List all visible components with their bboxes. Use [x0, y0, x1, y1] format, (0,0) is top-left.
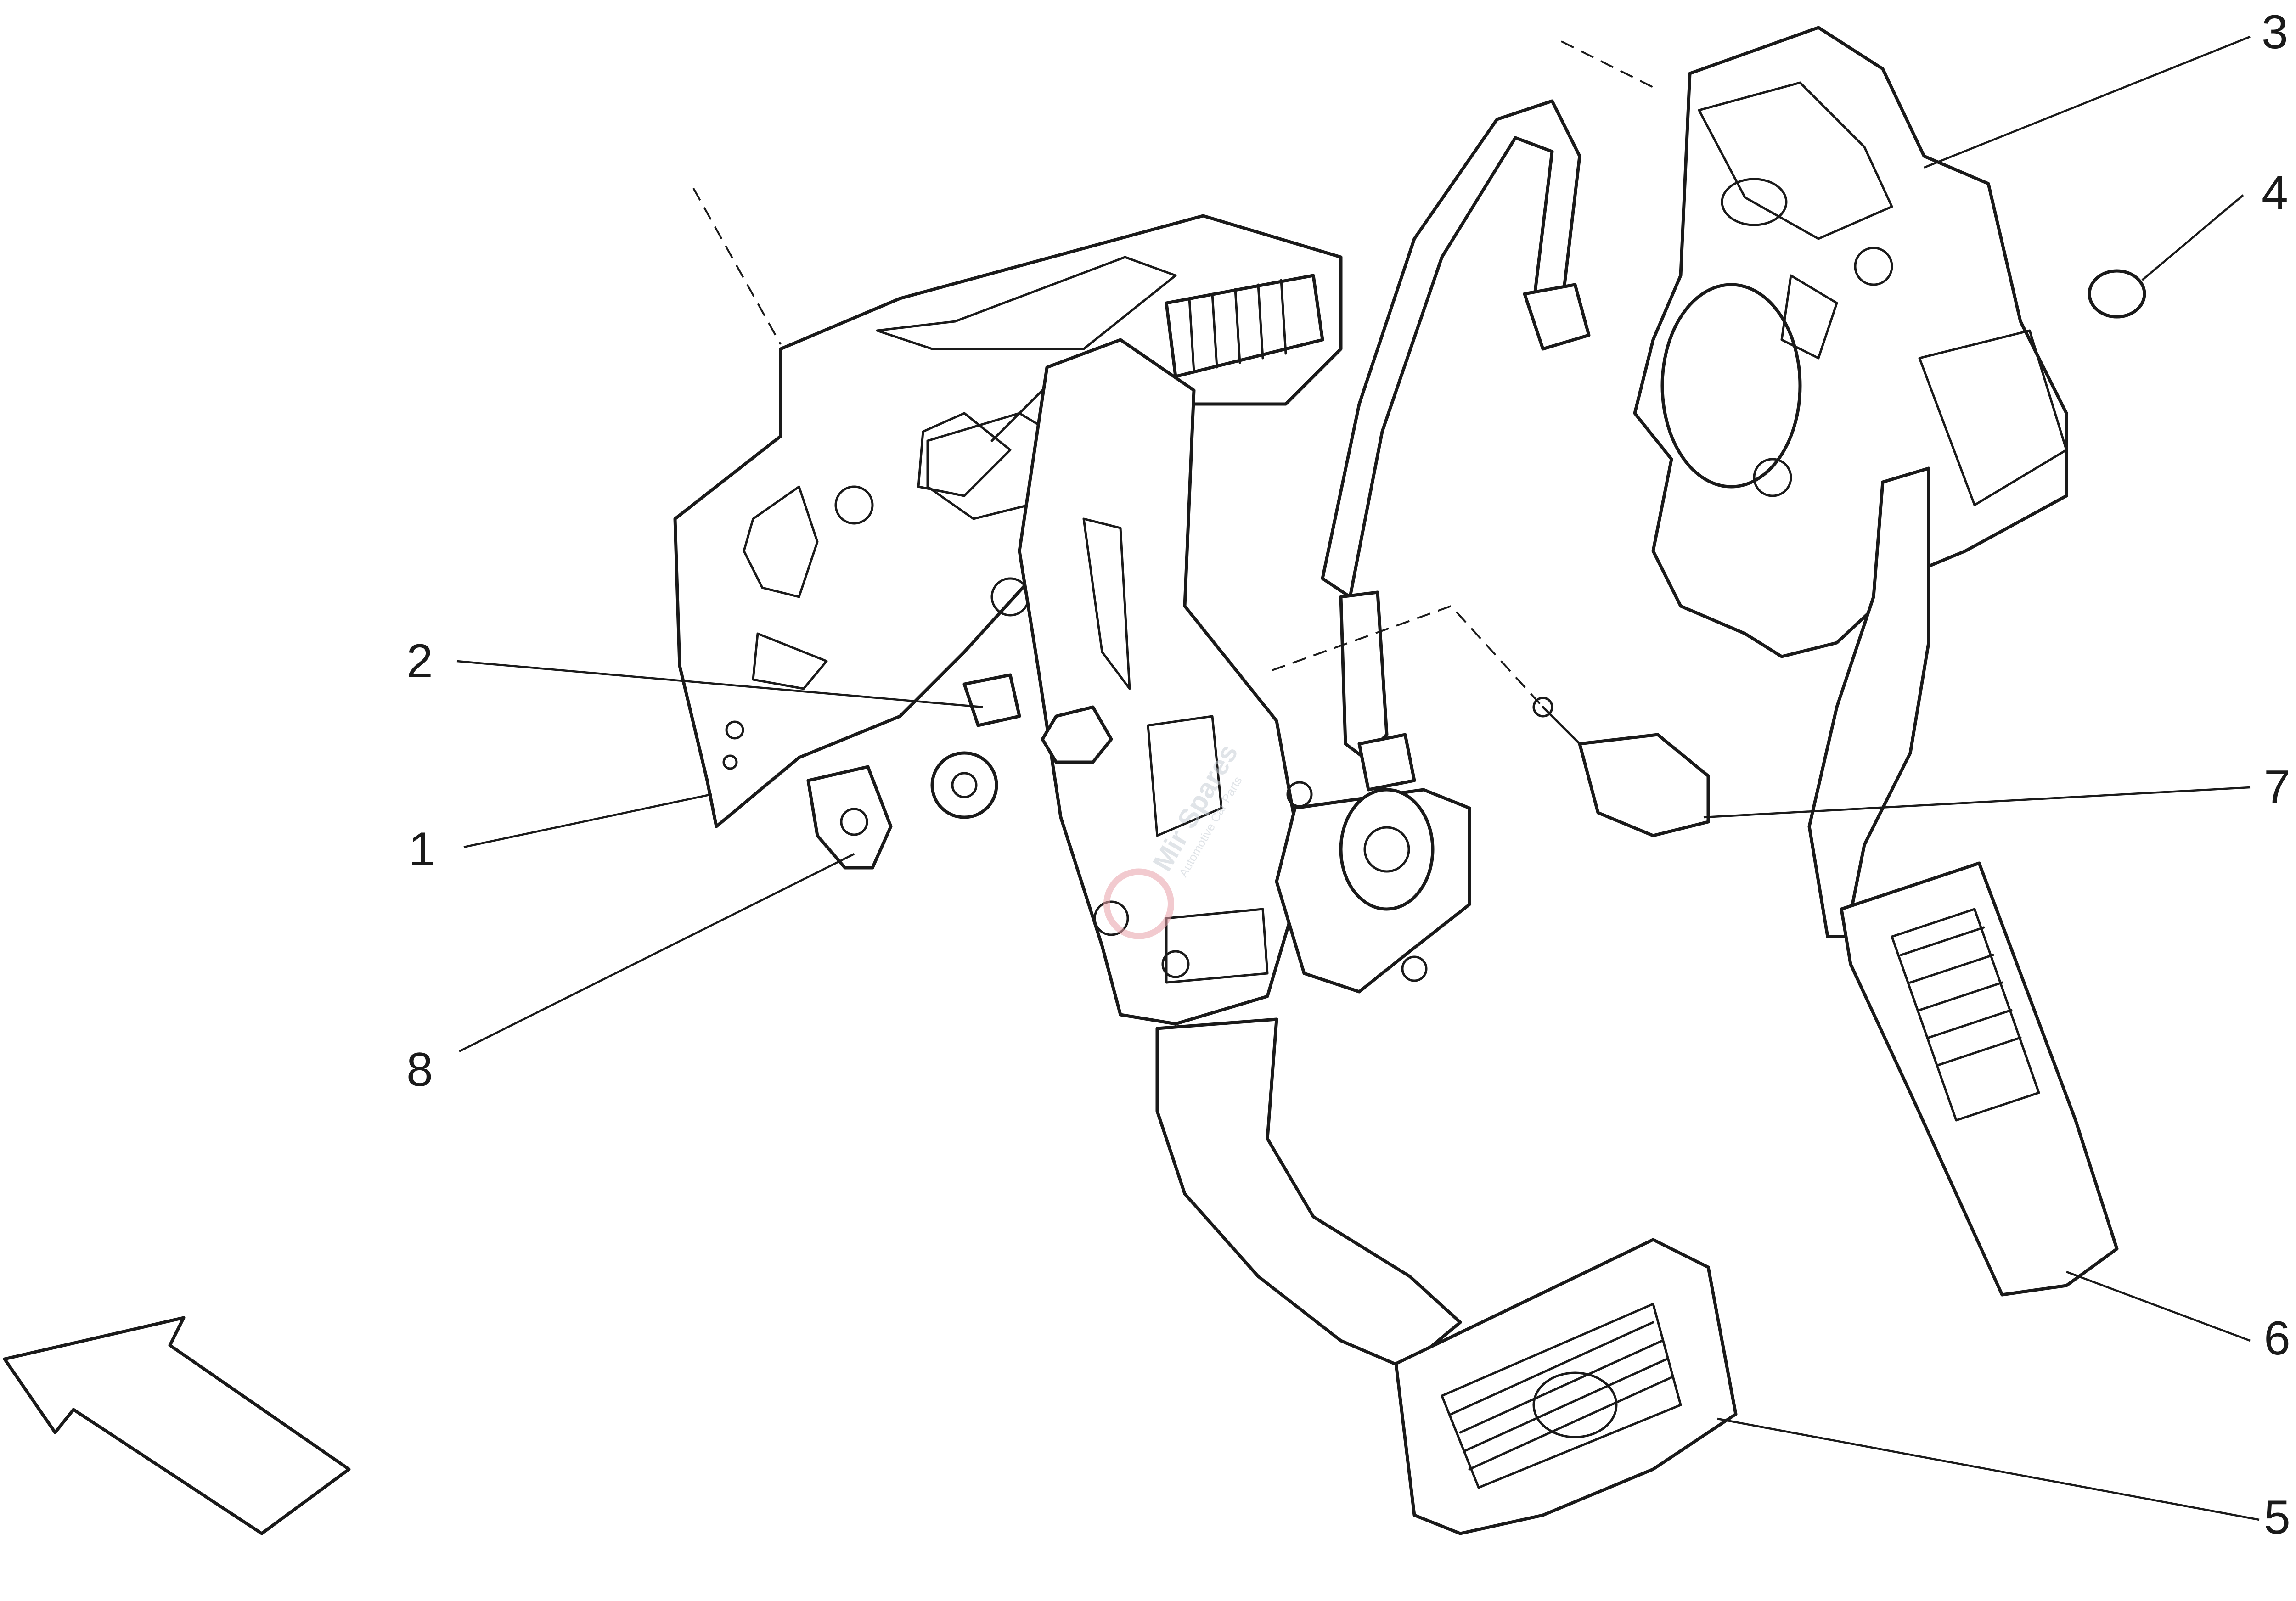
reference-lines [692, 40, 1654, 708]
callout-7: 7 [2264, 761, 2290, 814]
accelerator-pedal-pad [1840, 861, 2119, 1297]
return-spring [1165, 274, 1324, 378]
watermark-logo-icon [1103, 868, 1174, 939]
pivot-bushing [930, 751, 998, 819]
pedal-sensor-housing [1275, 781, 1471, 994]
retaining-clip [806, 765, 893, 870]
direction-arrow [3, 1316, 351, 1535]
callout-1: 1 [409, 823, 435, 876]
callout-8: 8 [406, 1043, 433, 1096]
leader-lines [456, 35, 2260, 1521]
stop-light-switch [1532, 697, 1710, 837]
callout-3: 3 [2262, 6, 2288, 59]
brake-pedal-arm [1018, 338, 1462, 1370]
brake-pedal-pad [1394, 1238, 1738, 1535]
wiring-harness [1321, 99, 1591, 792]
callout-4: 4 [2262, 166, 2288, 219]
callout-5: 5 [2264, 1491, 2290, 1544]
callout-2: 2 [406, 635, 433, 688]
callout-6: 6 [2264, 1312, 2290, 1365]
pivot-nut [1041, 705, 1113, 764]
accelerator-pedal-module [1633, 26, 2068, 658]
rubber-bump-stop [2088, 269, 2146, 319]
bracket-clip [962, 673, 1021, 727]
